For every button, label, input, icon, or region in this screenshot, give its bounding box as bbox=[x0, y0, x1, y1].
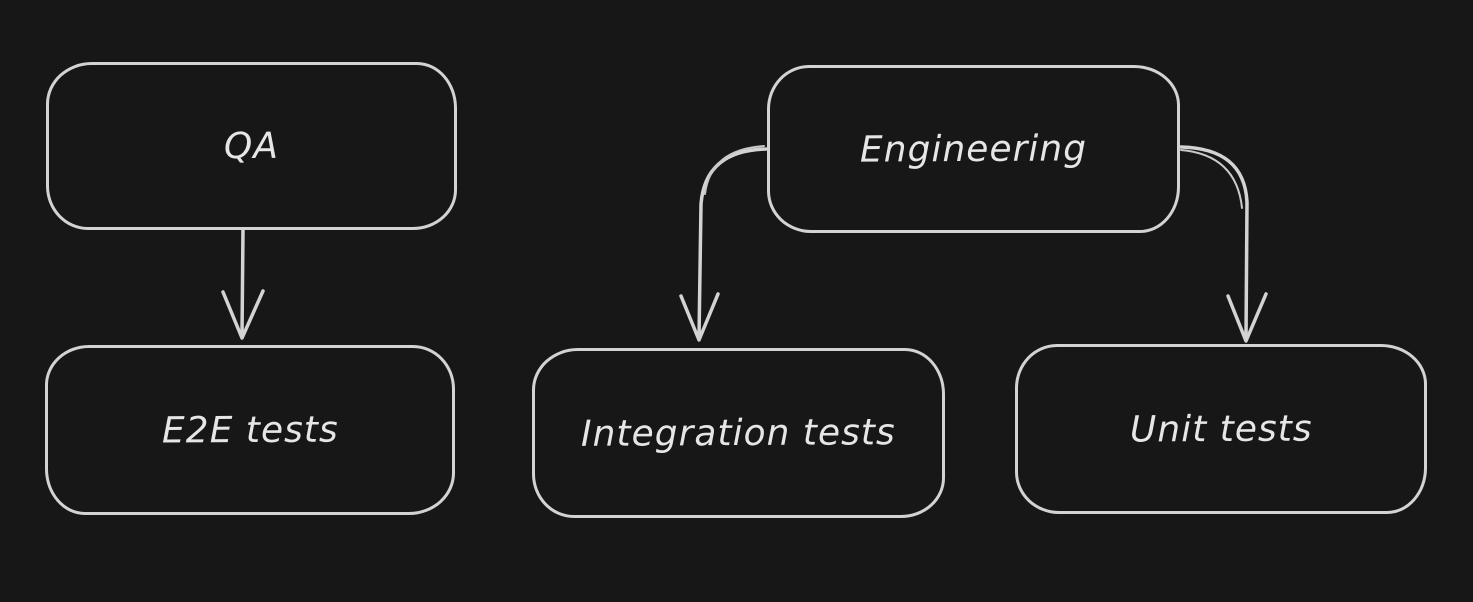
edge-line-overdraw bbox=[704, 145, 765, 195]
edge-line-overdraw bbox=[1180, 149, 1243, 209]
arrowhead-icon bbox=[679, 292, 720, 342]
node-qa[interactable]: QA bbox=[46, 62, 457, 230]
node-engineering[interactable]: Engineering bbox=[767, 65, 1180, 233]
node-integration-tests[interactable]: Integration tests bbox=[532, 348, 945, 518]
node-integration-tests-label: Integration tests bbox=[581, 411, 896, 455]
node-engineering-label: Engineering bbox=[859, 127, 1088, 171]
edge-line bbox=[1179, 145, 1249, 341]
edge-line bbox=[240, 228, 245, 338]
node-unit-tests-label: Unit tests bbox=[1129, 408, 1313, 450]
arrowhead-icon bbox=[221, 289, 265, 340]
node-e2e-tests-label: E2E tests bbox=[161, 409, 339, 451]
arrowhead-icon bbox=[1226, 292, 1268, 343]
node-e2e-tests[interactable]: E2E tests bbox=[45, 345, 455, 515]
node-qa-label: QA bbox=[223, 125, 280, 167]
node-unit-tests[interactable]: Unit tests bbox=[1015, 344, 1427, 514]
edge-engineering-to-unit[interactable] bbox=[1179, 145, 1268, 343]
edge-engineering-to-integration[interactable] bbox=[679, 145, 768, 342]
edge-qa-to-e2e[interactable] bbox=[221, 228, 265, 340]
